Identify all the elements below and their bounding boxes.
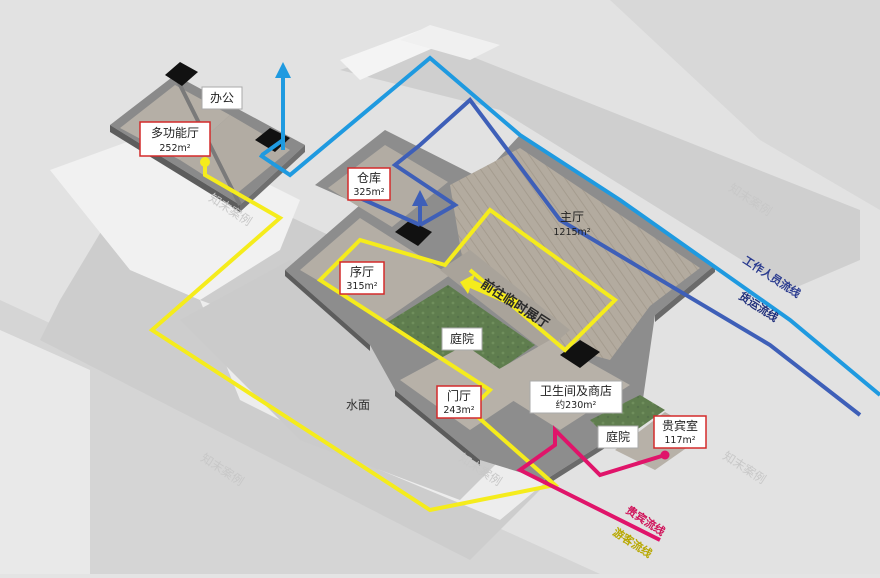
room-label-water: 水面	[346, 398, 370, 412]
room-label-multi-hall: 多功能厅 252m²	[139, 121, 211, 157]
water-name: 水面	[346, 398, 370, 412]
stair-shaft-1	[395, 220, 432, 246]
room-label-prelude-hall: 序厅 315m²	[339, 261, 385, 295]
room-label-lobby: 门厅 243m²	[436, 385, 482, 419]
vip-room-name: 贵宾室	[662, 418, 698, 433]
multi-hall-area: 252m²	[159, 143, 190, 154]
staff-flow-line	[258, 55, 880, 397]
room-label-vip-room: 贵宾室 117m²	[653, 415, 707, 449]
warehouse-name: 仓库	[357, 170, 381, 185]
multi-hall-name: 多功能厅	[151, 126, 199, 140]
courtyard-1-name: 庭院	[450, 331, 474, 346]
room-label-office: 办公	[201, 86, 243, 110]
toilet-shop-name: 卫生间及商店	[540, 383, 612, 398]
office-name: 办公	[210, 90, 234, 105]
warehouse-area: 325m²	[353, 187, 384, 198]
freight-flow-line	[359, 97, 862, 417]
room-label-main-hall: 主厅 1215m²	[553, 210, 590, 238]
visitor-flow-line	[148, 157, 619, 513]
room-label-warehouse: 仓库 325m²	[347, 167, 391, 201]
lobby-name: 门厅	[447, 388, 471, 403]
room-label-courtyard-2: 庭院	[597, 425, 639, 449]
stair-shaft-2	[560, 340, 600, 368]
prelude-hall-name: 序厅	[350, 264, 374, 279]
toilet-shop-area: 约230m²	[556, 399, 597, 411]
vip-room-area: 117m²	[664, 435, 695, 446]
water-surface	[180, 260, 520, 500]
prelude-hall-area: 315m²	[346, 281, 377, 292]
main-hall-name: 主厅	[560, 210, 584, 224]
room-label-courtyard-1: 庭院	[441, 327, 483, 351]
courtyard-2-name: 庭院	[606, 429, 630, 444]
vip-flow-line	[516, 425, 670, 542]
main-hall-area: 1215m²	[553, 227, 590, 238]
room-label-toilet-shop: 卫生间及商店 约230m²	[529, 380, 623, 414]
lobby-area: 243m²	[443, 405, 474, 416]
